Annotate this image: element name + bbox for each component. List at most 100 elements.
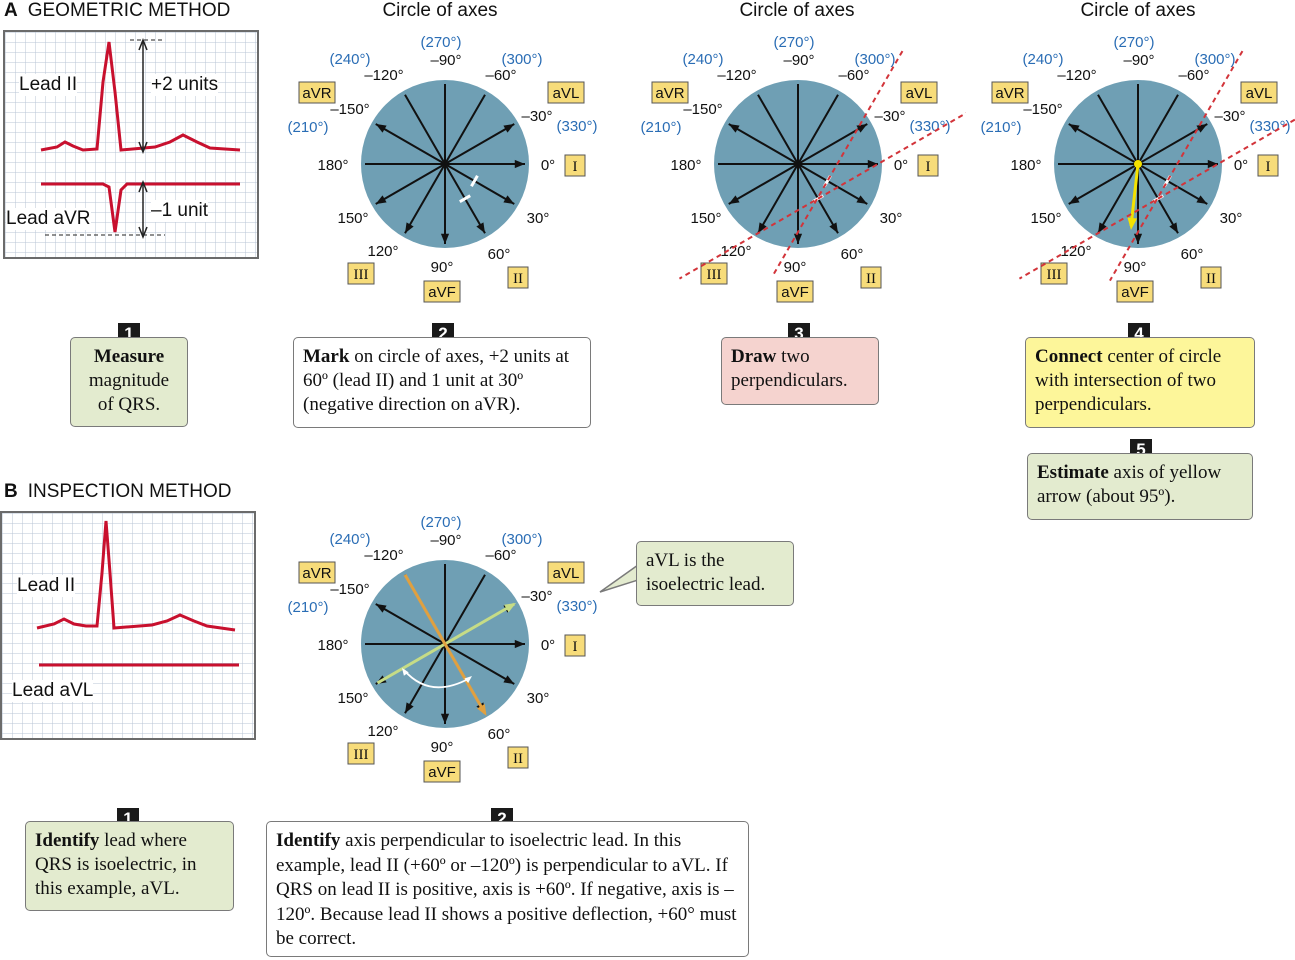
perpendicular-60 (678, 105, 979, 280)
step-a1-text: magnitude of QRS. (88, 370, 170, 415)
lead-label-aVL: aVL (1246, 85, 1273, 102)
perpendicular-30 (1109, 50, 1244, 282)
axis-label-deg90: 90° (784, 259, 807, 276)
axis-label-deg30: 30° (527, 690, 550, 707)
axis-label-deg330: (330°) (1249, 118, 1290, 135)
axis-label-deg300: (300°) (501, 51, 542, 68)
axis-arrowhead-60 (1169, 222, 1178, 234)
axis-line-150 (1068, 163, 1139, 205)
axis-line-240 (757, 94, 799, 165)
circle-title-4: Circle of axes (1080, 0, 1196, 21)
lead-label-III: III (1047, 267, 1062, 283)
lead-label-III: III (354, 267, 369, 283)
axis-line-210 (375, 603, 446, 645)
step-a3-bold: Draw (731, 346, 777, 367)
axis-line-330 (444, 123, 515, 165)
ecg-a-avr-label: Lead aVR (6, 208, 91, 230)
callout-pointer (599, 564, 639, 593)
right-angle-arc (403, 669, 471, 689)
axis-label-neg90: –90° (1123, 52, 1154, 69)
axes-diagram-mark: (270°)–90°(240°)–120°(300°)–60°–150°(210… (280, 20, 610, 310)
axis-label-deg0: 0° (541, 157, 555, 174)
measure-bottom-arrowheads (138, 179, 148, 240)
axis-label-deg240: (240°) (682, 51, 723, 68)
axis-label-deg120: 120° (367, 243, 398, 260)
axis-line-120 (404, 163, 446, 234)
step-b1-text: lead where QRS is isoelectric, in this e… (35, 830, 197, 899)
section-a-letter: A (4, 0, 18, 21)
axis-arrowhead-30 (1196, 195, 1208, 204)
axis-line-30 (444, 643, 515, 685)
step-a3-box: Draw two perpendiculars. (721, 337, 879, 405)
lead-label-I: I (1266, 159, 1271, 175)
axis-label-neg150: –150° (330, 581, 369, 598)
axis-line-30 (797, 163, 868, 205)
lead-box-I (564, 634, 586, 657)
ecg-a-avr-trace (41, 182, 240, 233)
axis-label-deg120: 120° (367, 723, 398, 740)
axes-wheel-svg: (270°)–90°(240°)–120°(300°)–60°–150°(210… (287, 34, 598, 303)
axis-label-deg270: (270°) (420, 34, 461, 51)
axis-label-neg30: –30° (874, 108, 905, 125)
yellow-axis-line (1129, 163, 1140, 227)
ecg-a-lead2-label: Lead II (19, 74, 78, 96)
axis-arrowhead--150 (1068, 124, 1080, 133)
axis-line-240 (404, 94, 446, 165)
axis-label-neg120: –120° (364, 67, 403, 84)
axis-label-deg330: (330°) (556, 118, 597, 135)
axis-arrowhead--150 (375, 124, 387, 133)
axis-line-120 (757, 163, 799, 234)
axis-arrowhead-60 (476, 222, 485, 234)
axis-arrowhead-120 (405, 222, 414, 234)
axis-label-deg0: 0° (894, 157, 908, 174)
lead-box-I (917, 154, 939, 177)
arc-arrowhead-right (464, 676, 472, 684)
axis-label-deg150: 150° (1030, 210, 1061, 227)
axis-label-neg120: –120° (717, 67, 756, 84)
axis-label-neg120: –120° (1057, 67, 1096, 84)
axis-label-deg270: (270°) (1113, 34, 1154, 51)
step-a2-text: on circle of axes, +2 units at 60º (lead… (303, 346, 570, 415)
axis-label-deg270: (270°) (773, 34, 814, 51)
axis-label-neg30: –30° (1214, 108, 1245, 125)
axis-arrowhead-0 (514, 639, 525, 649)
axis-label-neg120: –120° (364, 547, 403, 564)
axis-label-deg330: (330°) (909, 118, 950, 135)
step-a5-text: axis of yellow arrow (about 95º). (1037, 462, 1222, 507)
unit-mark-60 (459, 194, 471, 203)
callout-tail (599, 564, 639, 593)
section-a-title: GEOMETRIC METHOD (27, 0, 231, 21)
axis-label-deg30: 30° (880, 210, 903, 227)
axis-label-deg210: (210°) (640, 119, 681, 136)
axis-arrowhead-60 (829, 222, 838, 234)
axis-label-deg210: (210°) (287, 599, 328, 616)
lead-label-aVR: aVR (995, 85, 1024, 102)
lead-label-II: II (1206, 271, 1216, 287)
axis-label-deg270: (270°) (420, 514, 461, 531)
lead-box-aVF (423, 760, 461, 783)
lead-box-II (507, 266, 529, 289)
axis-arrowhead-0 (1207, 159, 1218, 169)
axis-line-120 (404, 643, 446, 714)
step-a1-bold: Measure (93, 346, 165, 367)
lead-box-aVF (1116, 280, 1154, 303)
lead-label-I: I (926, 159, 931, 175)
step-a4-box: Connect center of circle with intersecti… (1025, 337, 1255, 428)
lead-box-II (507, 746, 529, 769)
lead-label-III: III (707, 267, 722, 283)
step-a1-box: Measure magnitude of QRS. (70, 337, 188, 427)
lead-box-II (860, 266, 882, 289)
lead-label-aVR: aVR (302, 565, 331, 582)
axis-arrowhead-150 (728, 195, 740, 204)
axis-label-deg300: (300°) (501, 531, 542, 548)
lead-label-II: II (866, 271, 876, 287)
lead-label-III: III (354, 747, 369, 763)
axis-arrowhead--30 (1196, 124, 1208, 133)
ecg-a-bottom-measure: –1 unit (151, 200, 209, 222)
lead-label-aVF: aVF (781, 284, 809, 301)
axis-arrowhead-90 (1133, 233, 1143, 244)
axis-label-neg60: –60° (485, 67, 516, 84)
lead-box-aVF (423, 280, 461, 303)
axis-label-neg150: –150° (683, 101, 722, 118)
